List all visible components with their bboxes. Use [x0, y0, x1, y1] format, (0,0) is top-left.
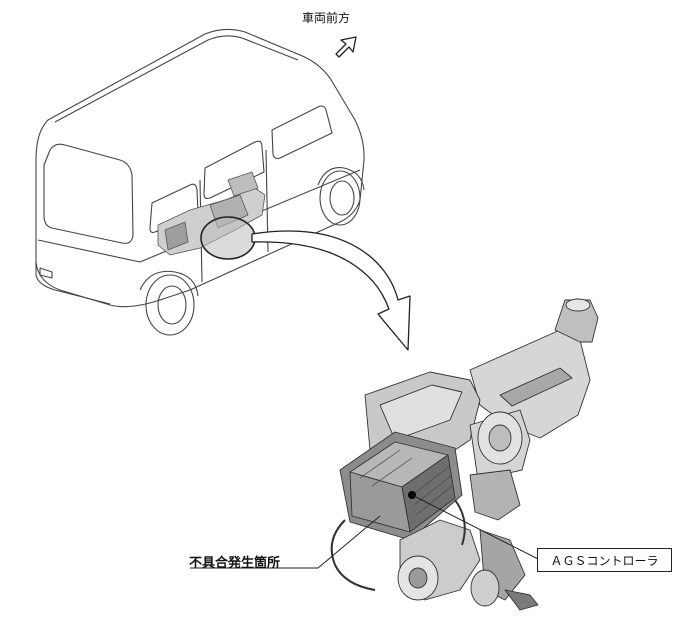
- defect-location-label: 不具合発生箇所: [189, 556, 281, 571]
- ags-controller-label: ＡＧＳコントローラ: [550, 553, 659, 568]
- vehicle-outline: [35, 28, 365, 336]
- callout-arrow-icon: [251, 230, 411, 351]
- ags-assembly: [330, 298, 599, 611]
- highlight-circle: [200, 216, 256, 260]
- leader-lines: [190, 494, 541, 569]
- direction-arrow-icon: [335, 36, 357, 58]
- ags-controller-callout: ＡＧＳコントローラ: [537, 548, 672, 572]
- vehicle-front-label: 車両前方: [302, 11, 351, 25]
